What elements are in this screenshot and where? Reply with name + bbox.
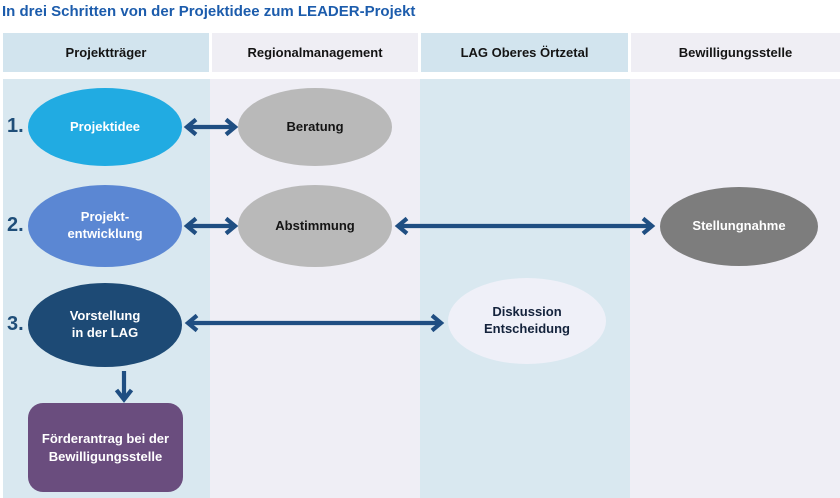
node-label: Stellungnahme [692,218,786,234]
column-header-label: LAG Oberes Örtzetal [460,45,589,60]
node-label-line1: Vorstellung [69,308,141,324]
step-number-1: 1. [7,115,24,137]
node-foerderantrag-bewilligungsstelle: Förderantrag bei der Bewilligungsstelle [28,403,183,492]
column-header-lag-oberes-oertzetal: LAG Oberes Örtzetal [421,33,628,72]
node-label-line1: Diskussion [492,304,562,320]
column-header-projekttraeger: Projektträger [3,33,209,72]
node-vorstellung-in-der-lag: Vorstellung in der LAG [28,283,182,367]
node-diskussion-entscheidung: Diskussion Entscheidung [448,278,606,364]
step-number-2: 2. [7,214,24,236]
diagram-title: In drei Schritten von der Projektidee zu… [2,3,416,20]
node-projektentwicklung: Projekt- entwicklung [28,185,182,267]
column-band-bewilligungsstelle [630,79,840,498]
node-label: Beratung [286,118,344,134]
node-label-line1: Projekt- [80,209,130,225]
node-label-line2: entwicklung [67,226,143,241]
column-header-regionalmanagement: Regionalmanagement [212,33,418,72]
node-projektidee: Projektidee [28,88,182,166]
node-stellungnahme: Stellungnahme [660,187,818,266]
column-header-bewilligungsstelle: Bewilligungsstelle [631,33,840,72]
node-beratung: Beratung [238,88,392,166]
node-label-line2: Bewilligungsstelle [48,448,163,464]
column-header-label: Regionalmanagement [247,45,383,60]
node-label-line2: in der LAG [71,325,139,340]
node-label-line1: Förderantrag bei der [41,430,170,446]
column-header-label: Projektträger [65,45,147,60]
node-label: Abstimmung [275,217,355,233]
node-label: Projektidee [69,118,141,134]
column-header-label: Bewilligungsstelle [678,45,793,60]
step-number-3: 3. [7,313,24,335]
node-abstimmung: Abstimmung [238,185,392,267]
node-label-line2: Entscheidung [484,321,570,336]
